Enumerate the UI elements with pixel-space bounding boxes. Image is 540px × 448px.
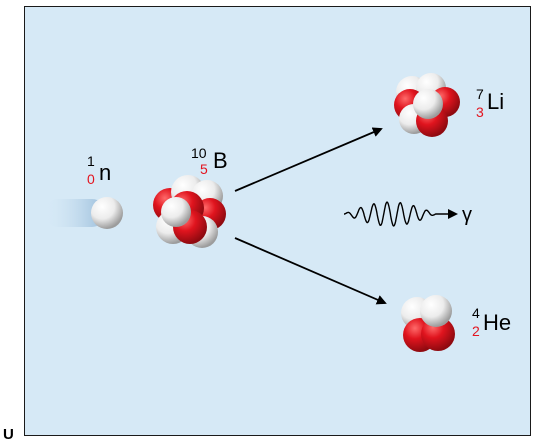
neutron-label: 1 0 n [87, 153, 111, 187]
neutron-mass-number: 1 [87, 153, 95, 169]
helium-nucleus [401, 295, 455, 352]
incoming-neutron [44, 197, 123, 229]
neutron-particle [91, 197, 123, 229]
arrow-to-helium [234, 237, 387, 305]
boron-atomic-number: 5 [200, 161, 208, 177]
gamma-wave [344, 201, 458, 227]
lithium-mass-number: 7 [476, 86, 484, 102]
neutron-symbol: n [99, 160, 111, 185]
arrow-to-lithium [234, 127, 383, 192]
lithium-label: 7 3 Li [476, 86, 504, 120]
helium-mass-number: 4 [472, 305, 480, 321]
boron-symbol: B [213, 148, 228, 173]
boron-nucleus [153, 175, 226, 248]
gamma-symbol: γ [462, 204, 472, 226]
neutron-atomic-number: 0 [87, 171, 95, 187]
helium-symbol: He [483, 310, 511, 335]
helium-atomic-number: 2 [472, 323, 480, 339]
corner-label: U [3, 426, 14, 443]
helium-label: 4 2 He [472, 305, 511, 339]
neutron-motion-trail [44, 199, 106, 227]
lithium-nucleus [394, 73, 460, 137]
lithium-atomic-number: 3 [476, 104, 484, 120]
lithium-symbol: Li [487, 89, 504, 114]
boron-label: 10 5 B [191, 145, 228, 177]
gamma-ray: γ [344, 201, 472, 227]
boron-mass-number: 10 [191, 145, 207, 161]
